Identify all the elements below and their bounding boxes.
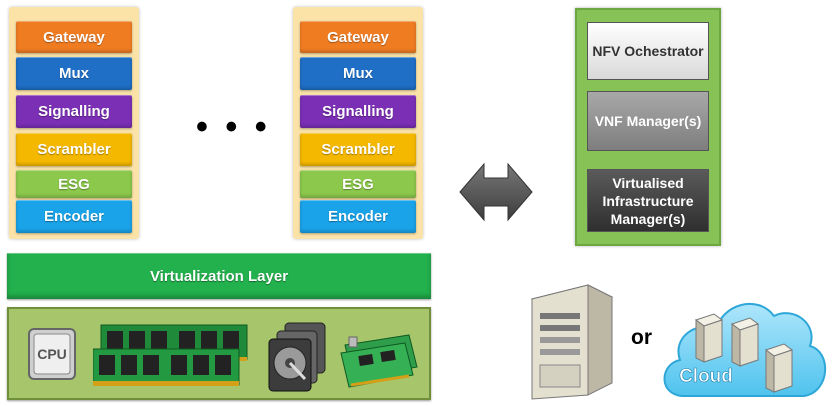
layer-esg: ESG bbox=[16, 170, 132, 198]
ellipsis: • • • bbox=[196, 108, 271, 146]
vnf-stack-right: Gateway Mux Signalling Scrambler ESG Enc… bbox=[293, 7, 423, 239]
layer-encoder: Encoder bbox=[300, 200, 416, 233]
cloud-label: Cloud bbox=[679, 366, 733, 387]
vim-box: Virtualised Infrastructure Manager(s) bbox=[587, 169, 709, 232]
nfv-orchestrator-label: NFV Ochestrator bbox=[592, 43, 704, 59]
layer-gateway: Gateway bbox=[16, 21, 132, 53]
cloud-icon: Cloud bbox=[663, 302, 826, 397]
network-card-icon bbox=[340, 334, 418, 388]
layer-scrambler: Scrambler bbox=[300, 133, 416, 166]
layer-signalling: Signalling bbox=[16, 95, 132, 128]
mano-block: NFV Ochestrator VNF Manager(s) Virtualis… bbox=[575, 8, 721, 246]
nfv-orchestrator-box: NFV Ochestrator bbox=[587, 22, 709, 80]
layer-mux: Mux bbox=[300, 57, 416, 90]
cloud-server-icon bbox=[764, 343, 794, 393]
cpu-icon: CPU bbox=[28, 328, 76, 380]
layer-signalling: Signalling bbox=[300, 95, 416, 128]
cpu-label: CPU bbox=[37, 346, 67, 362]
vnf-manager-label: VNF Manager(s) bbox=[594, 113, 702, 129]
layer-esg: ESG bbox=[300, 170, 416, 198]
or-text: or bbox=[631, 326, 652, 349]
hard-disk-icon bbox=[268, 322, 326, 392]
ram-modules-icon bbox=[93, 324, 248, 386]
server-icon bbox=[530, 284, 614, 400]
layer-scrambler: Scrambler bbox=[16, 133, 132, 166]
vim-label: Virtualised Infrastructure Manager(s) bbox=[602, 174, 694, 227]
layer-mux: Mux bbox=[16, 57, 132, 90]
virtualization-layer: Virtualization Layer bbox=[7, 253, 431, 299]
vnf-stack-left: Gateway Mux Signalling Scrambler ESG Enc… bbox=[9, 7, 139, 239]
vnf-manager-box: VNF Manager(s) bbox=[587, 91, 709, 151]
hardware-layer: CPU bbox=[7, 307, 431, 400]
layer-encoder: Encoder bbox=[16, 200, 132, 233]
cloud-server-icon bbox=[730, 317, 760, 367]
layer-gateway: Gateway bbox=[300, 21, 416, 53]
double-arrow-icon bbox=[459, 162, 533, 222]
cloud-server-icon bbox=[694, 313, 724, 363]
